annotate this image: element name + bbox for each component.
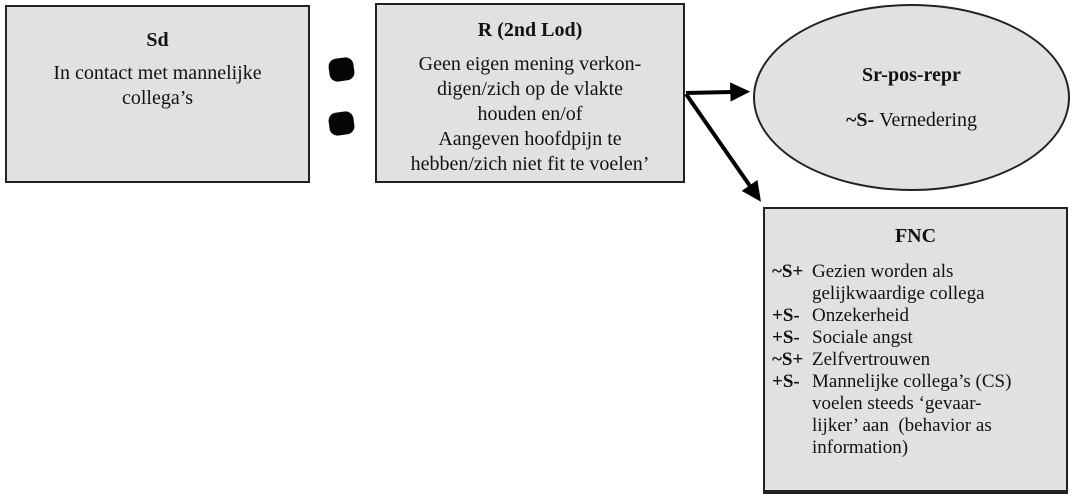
fnc-item-list: ~S+ Gezien worden als gelijkwaardige col… xyxy=(765,261,1066,459)
fnc-item-text: Zelfvertrouwen xyxy=(812,349,931,370)
fnc-list-item: +S- Onzekerheid xyxy=(772,305,1064,327)
arrow-r-to-fnc xyxy=(684,92,761,202)
sr-pos-repr-prefix: ~S- xyxy=(846,108,875,131)
r-node-body: Geen eigen mening verkon- digen/zich op … xyxy=(410,53,650,175)
separator-dot-bottom-icon xyxy=(327,110,356,137)
separator-dot-top-icon xyxy=(327,56,356,83)
fnc-item-prefix: ~S+ xyxy=(772,261,804,282)
fnc-item-text: Onzekerheid xyxy=(812,305,910,326)
r-node-title: R (2nd Lod) xyxy=(477,19,583,41)
fnc-list-item: ~S+ Zelfvertrouwen xyxy=(772,349,1064,371)
sr-pos-repr-title: Sr-pos-repr xyxy=(862,63,961,86)
fnc-node-title: FNC xyxy=(894,225,937,247)
arrow-r-to-ellipse xyxy=(685,82,751,102)
sd-node: Sd In contact met mannelijke collega’s xyxy=(5,5,310,183)
fnc-list-item: ~S+ Gezien worden als gelijkwaardige col… xyxy=(772,261,1064,305)
r-node: R (2nd Lod) Geen eigen mening verkon- di… xyxy=(375,3,685,183)
fnc-item-prefix: ~S+ xyxy=(772,349,804,370)
fnc-item-text: Sociale angst xyxy=(812,327,913,348)
fnc-list-item: +S- Sociale angst xyxy=(772,327,1064,349)
fnc-item-text: Mannelijke collega’s (CS) voelen steeds … xyxy=(812,371,1012,458)
fnc-item-prefix: +S- xyxy=(772,371,800,392)
sr-pos-repr-body: ~S- Vernedering xyxy=(846,108,977,133)
fnc-item-prefix: +S- xyxy=(772,327,800,348)
fnc-list-item: +S- Mannelijke collega’s (CS) voelen ste… xyxy=(772,371,1064,459)
fnc-item-prefix: +S- xyxy=(772,305,800,326)
sr-pos-repr-text: Vernedering xyxy=(879,108,977,131)
fnc-node: FNC ~S+ Gezien worden als gelijkwaardige… xyxy=(763,207,1068,494)
sd-node-body: In contact met mannelijke collega’s xyxy=(53,62,262,109)
sr-pos-repr-node: Sr-pos-repr ~S- Vernedering xyxy=(753,4,1070,191)
fnc-item-text: Gezien worden als gelijkwaardige collega xyxy=(812,261,985,304)
sd-node-title: Sd xyxy=(146,29,169,51)
